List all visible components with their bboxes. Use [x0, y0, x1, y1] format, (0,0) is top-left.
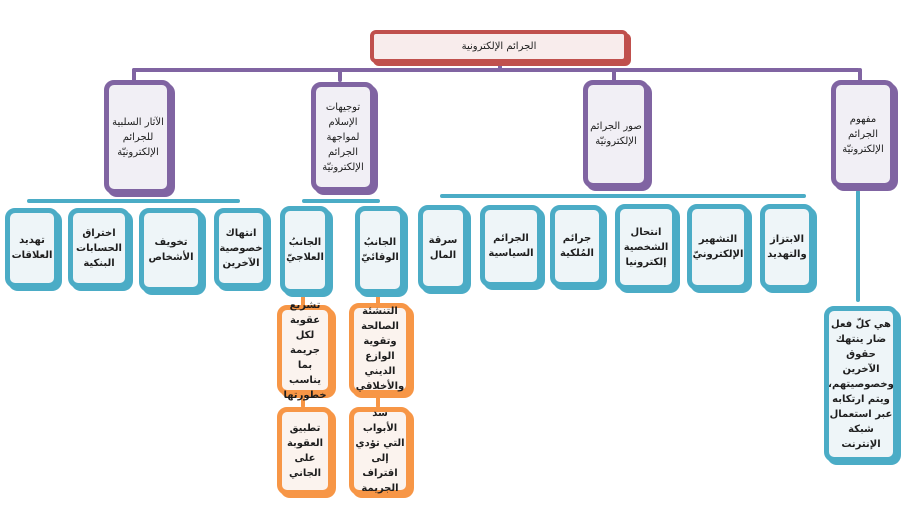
root-label: الجرائم الإلكترونية: [461, 41, 537, 52]
concept-node: مفهوم الجرائم الإلكترونيّة: [831, 80, 895, 188]
preventive-node: الجانبُ الوقائيّ: [355, 206, 405, 294]
therapeutic-connector-1: [301, 295, 305, 307]
preventive-item: سد الأبواب التي تؤدي إلى اقتراف الجريمة: [349, 407, 411, 495]
islam-bus: [302, 199, 380, 203]
therapeutic-item: تشريع عقوبة لكل جريمة بما يناسب خطورتها: [277, 300, 333, 401]
therapeutic-item: تطبيق العقوبة على الجاني: [277, 407, 333, 495]
form-item: الجرائم السياسية: [480, 205, 542, 287]
forms-bus: [440, 194, 806, 198]
preventive-connector-2: [376, 396, 380, 408]
effect-item: اختراق الحسابات البنكية: [68, 208, 130, 288]
effects-label: الآثار السلبية للجرائم الإلكترونيّة: [112, 116, 164, 158]
form-item: جرائم المُلكية: [550, 205, 604, 287]
preventive-connector-1: [376, 295, 380, 307]
effects-bus: [27, 199, 240, 203]
form-item: سرقة المال: [418, 205, 468, 291]
root-connector: [498, 62, 502, 70]
effect-item: انتهاك خصوصية الآخرين: [214, 208, 268, 288]
effect-item: تخويف الأشخاص: [139, 208, 203, 292]
forms-node: صور الجرائم الإلكترونيّة: [583, 80, 649, 188]
effect-item: تهديد العلاقات: [5, 208, 59, 288]
islam-node: توجيهات الإسلام لمواجهة الجرائم الإلكترو…: [311, 82, 375, 192]
islam-drop: [338, 68, 342, 82]
form-item: انتحال الشخصية إلكترونيا: [615, 204, 677, 290]
forms-label: صور الجرائم الإلكترونيّة: [590, 121, 642, 147]
concept-definition: هي كلّ فعل ضار ينتهك حقوق الآخرين وخصوصي…: [824, 306, 898, 462]
root-node: الجرائم الإلكترونية: [370, 30, 628, 63]
form-item: التشهير الإلكترونيّ: [687, 204, 749, 290]
effects-drop: [132, 68, 136, 82]
forms-drop: [612, 68, 616, 82]
form-item: الابتزاز والتهديد: [760, 204, 814, 290]
preventive-item: التنشئة الصالحة وتقوية الوازع الديني وال…: [349, 303, 411, 395]
islam-label: توجيهات الإسلام لمواجهة الجرائم الإلكترو…: [322, 101, 364, 173]
concept-connector: [856, 190, 860, 302]
concept-label: مفهوم الجرائم الإلكترونيّة: [842, 113, 884, 155]
level1-bus: [132, 68, 860, 72]
therapeutic-connector-2: [301, 396, 305, 408]
effects-node: الآثار السلبية للجرائم الإلكترونيّة: [104, 80, 172, 194]
concept-drop: [858, 68, 862, 82]
therapeutic-node: الجانبُ العلاجيّ: [280, 206, 330, 294]
